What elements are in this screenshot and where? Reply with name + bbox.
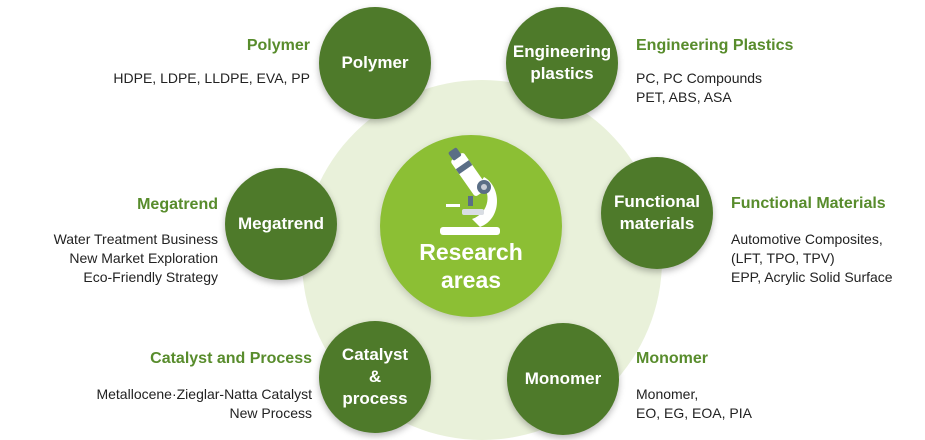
functional-materials-node: Functional materials bbox=[601, 157, 713, 269]
center-label: Research areas bbox=[419, 239, 523, 293]
monomer-description: Monomer, EO, EG, EOA, PIA bbox=[636, 386, 752, 421]
monomer-node: Monomer bbox=[507, 323, 619, 435]
engineering-plastics-node: Engineering plastics bbox=[506, 7, 618, 119]
functional-materials-node-label: Functional materials bbox=[614, 192, 700, 233]
megatrend-title: Megatrend bbox=[137, 196, 218, 213]
polymer-node: Polymer bbox=[319, 7, 431, 119]
research-areas-hub: Research areas bbox=[380, 135, 562, 317]
microscope-icon bbox=[440, 147, 500, 235]
engineering-plastics-title: Engineering Plastics bbox=[636, 37, 794, 54]
catalyst-process-node-label: Catalyst & process bbox=[341, 345, 409, 408]
catalyst-process-title: Catalyst and Process bbox=[150, 350, 312, 367]
catalyst-process-node: Catalyst & process bbox=[319, 321, 431, 433]
monomer-node-label: Monomer bbox=[524, 369, 602, 388]
functional-materials-title: Functional Materials bbox=[731, 195, 886, 212]
polymer-description: HDPE, LDPE, LLDPE, EVA, PP bbox=[113, 70, 310, 86]
megatrend-node: Megatrend bbox=[225, 168, 337, 280]
polymer-title: Polymer bbox=[246, 37, 310, 54]
polymer-node-label: Polymer bbox=[341, 53, 409, 72]
engineering-plastics-node-label: Engineering plastics bbox=[512, 42, 612, 83]
engineering-plastics-description: PC, PC Compounds PET, ABS, ASA bbox=[636, 70, 763, 105]
catalyst-process-description: Metallocene·Zieglar-Natta Catalyst New P… bbox=[96, 386, 312, 421]
monomer-title: Monomer bbox=[636, 350, 708, 367]
megatrend-node-label: Megatrend bbox=[238, 214, 324, 233]
megatrend-description: Water Treatment Business New Market Expl… bbox=[53, 231, 218, 285]
functional-materials-description: Automotive Composites, (LFT, TPO, TPV) E… bbox=[731, 231, 893, 285]
